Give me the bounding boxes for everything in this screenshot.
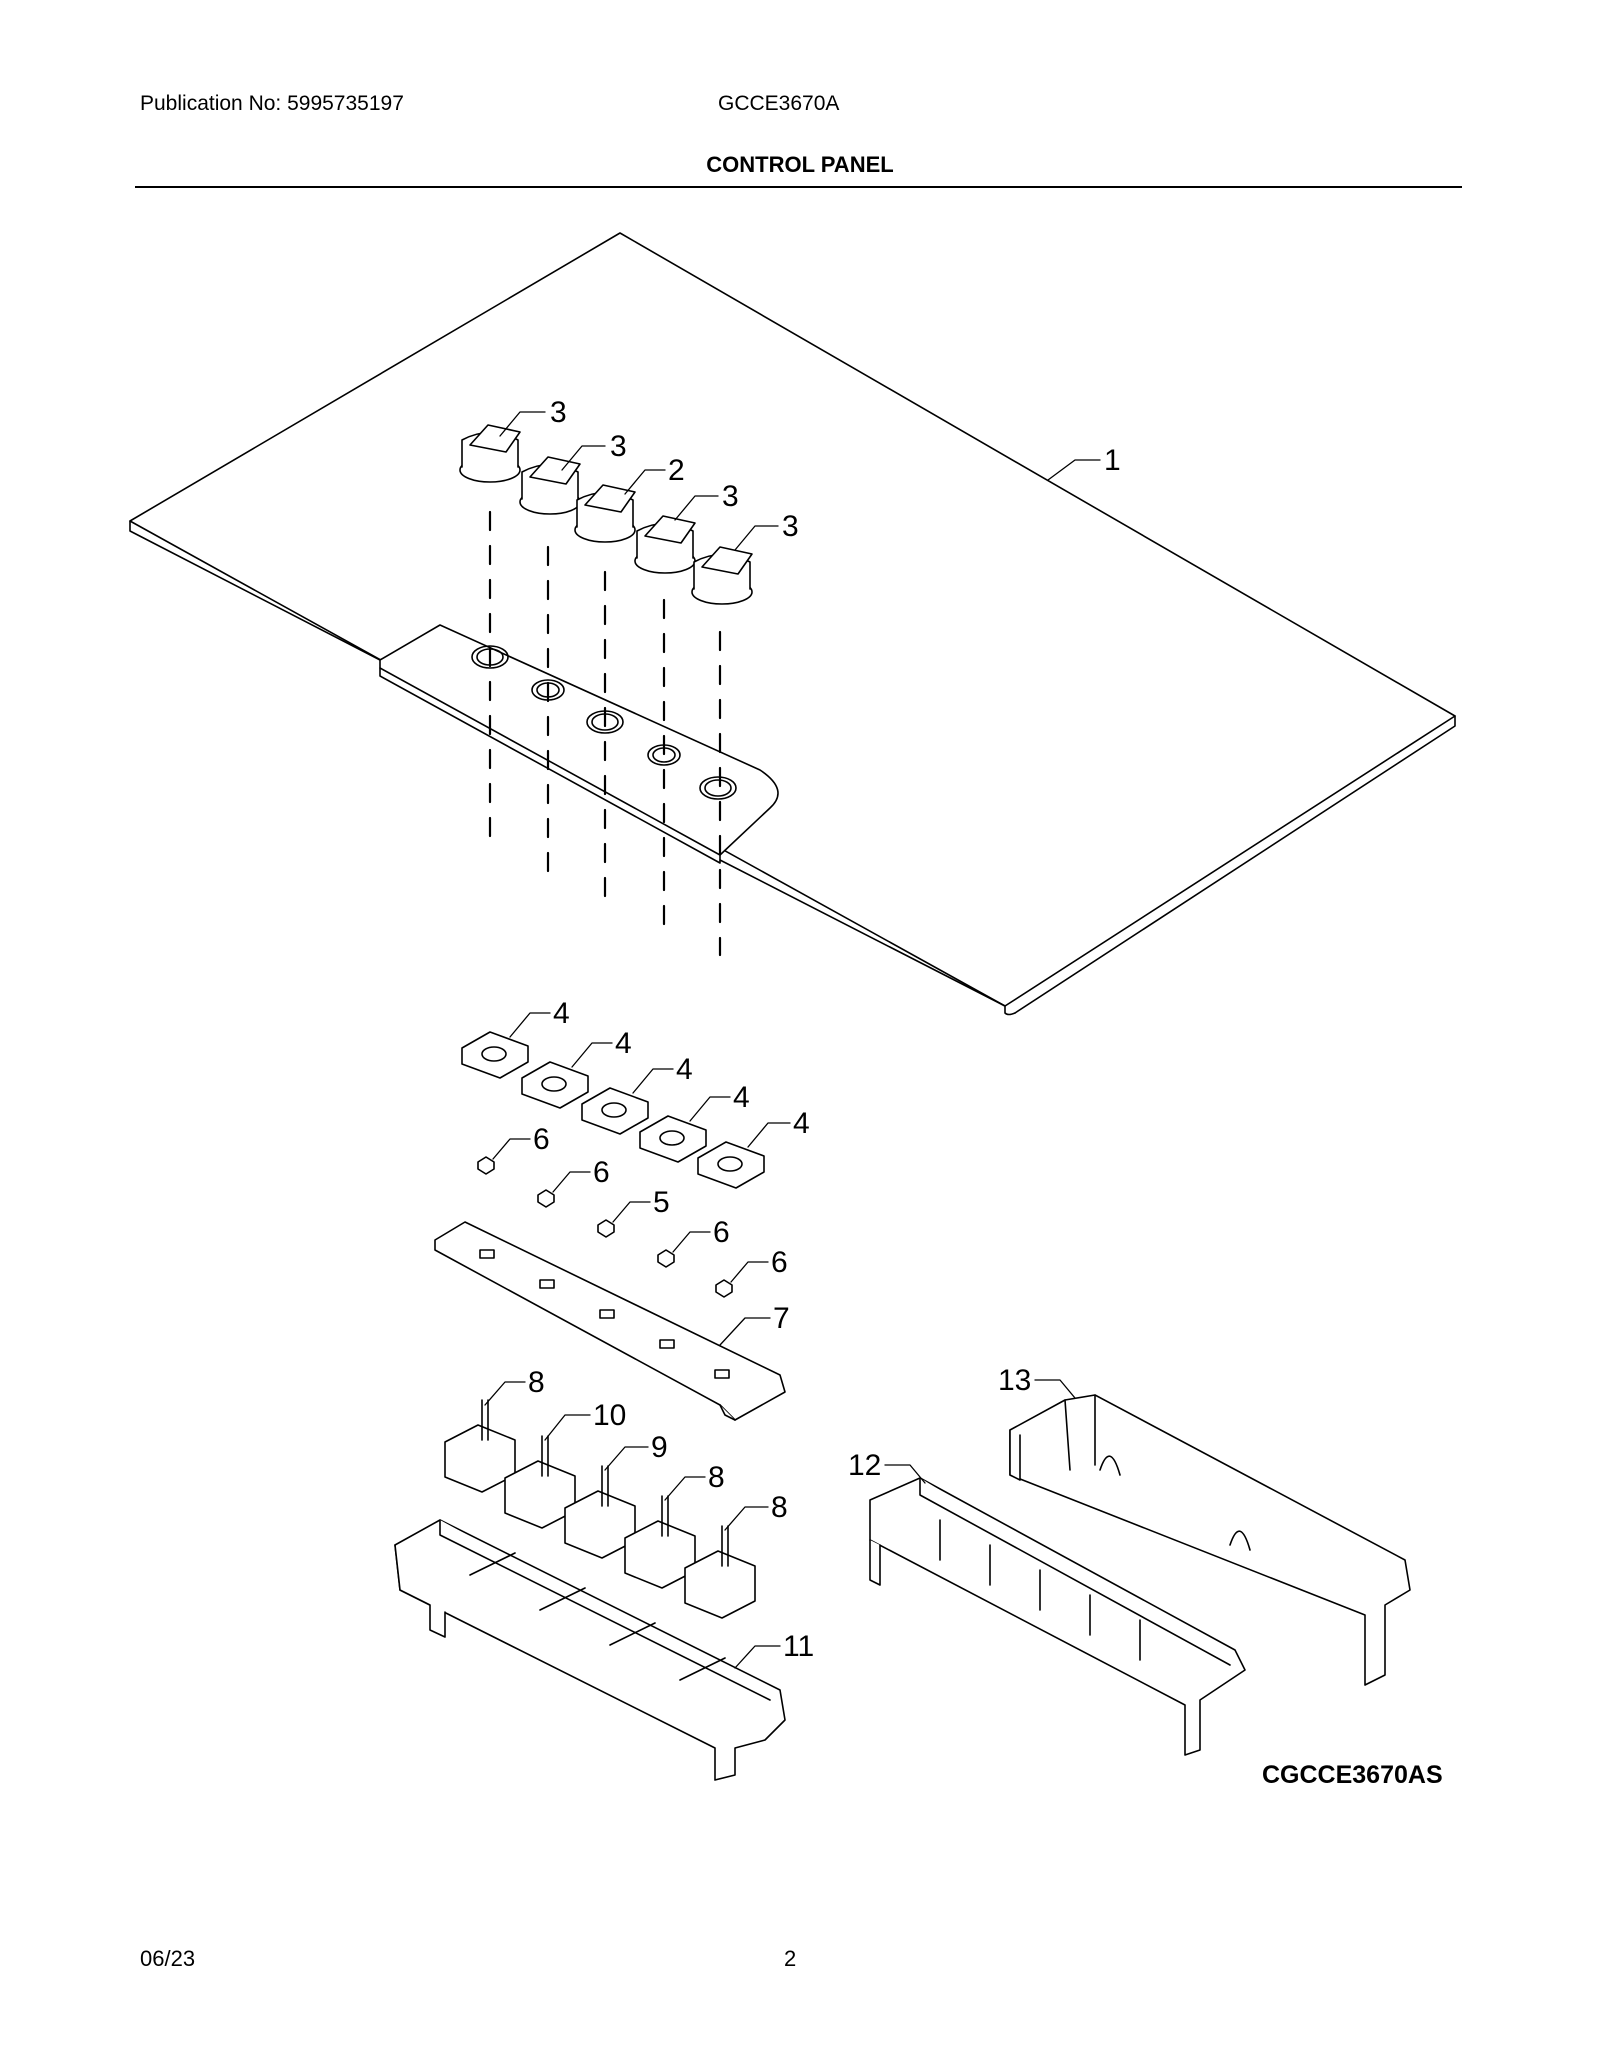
infinite-switches (444, 1399, 756, 1619)
leader-lines (484, 411, 1101, 1669)
header-rule (135, 186, 1462, 188)
cooktop-glass (129, 232, 1456, 1016)
callout-3: 3 (782, 510, 799, 543)
callout-4: 4 (793, 1107, 810, 1140)
callout-5: 5 (653, 1186, 670, 1219)
knob (459, 424, 521, 483)
knob (574, 484, 636, 543)
callout-10: 10 (593, 1399, 626, 1432)
callout-8: 8 (528, 1366, 545, 1399)
callout-3: 3 (722, 480, 739, 513)
diagram-code: CGCCE3670AS (1262, 1761, 1443, 1789)
bracket (434, 1221, 786, 1421)
knob (519, 456, 581, 515)
knob (634, 515, 696, 574)
callout-labels: 1 2 3 3 3 3 4 4 4 4 4 5 6 6 6 6 7 8 8 8 … (528, 396, 1121, 1663)
callout-4: 4 (733, 1081, 750, 1114)
nuts (477, 1156, 733, 1298)
callout-9: 9 (651, 1431, 668, 1464)
heat-shield-front (869, 1477, 1246, 1756)
callout-6: 6 (713, 1216, 730, 1249)
callout-11: 11 (783, 1630, 814, 1663)
callout-1: 1 (1104, 444, 1121, 477)
callout-4: 4 (676, 1053, 693, 1086)
callout-3: 3 (610, 430, 627, 463)
footer-date: 06/23 (140, 1946, 196, 1971)
callout-12: 12 (848, 1449, 881, 1482)
callout-6: 6 (533, 1123, 550, 1156)
callout-2: 2 (668, 454, 685, 487)
callout-6: 6 (771, 1246, 788, 1279)
callout-6: 6 (593, 1156, 610, 1189)
control-panel-trim (379, 624, 779, 864)
callout-8: 8 (771, 1491, 788, 1524)
knob (691, 546, 753, 605)
callout-4: 4 (615, 1027, 632, 1060)
callout-4: 4 (553, 997, 570, 1030)
section-title: CONTROL PANEL (706, 152, 894, 177)
callout-3: 3 (550, 396, 567, 429)
switches (461, 1031, 765, 1189)
page-number: 2 (784, 1946, 797, 1971)
publication-number: Publication No: 5995735197 (140, 92, 404, 115)
callout-13: 13 (998, 1364, 1031, 1397)
heat-shield-rear (1009, 1394, 1411, 1686)
callout-7: 7 (773, 1302, 790, 1335)
callout-8: 8 (708, 1461, 725, 1494)
control-knobs (459, 424, 753, 605)
alignment-lines (488, 510, 722, 957)
model-number: GCCE3670A (718, 92, 840, 115)
switch-housing (394, 1519, 786, 1781)
